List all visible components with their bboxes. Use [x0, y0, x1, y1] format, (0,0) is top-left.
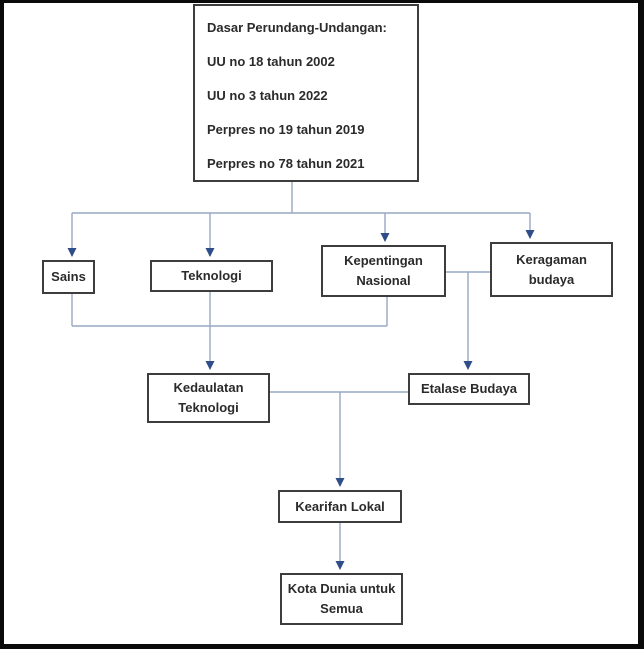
legal-basis-item: UU no 3 tahun 2022 — [207, 88, 328, 103]
legal-basis-item: UU no 18 tahun 2002 — [207, 54, 335, 69]
node-keragaman-budaya: Keragaman budaya — [490, 242, 613, 297]
node-teknologi: Teknologi — [150, 260, 273, 292]
node-kearifan-lokal: Kearifan Lokal — [278, 490, 402, 523]
node-sains: Sains — [42, 260, 95, 294]
node-kedaulatan-teknologi: Kedaulatan Teknologi — [147, 373, 270, 423]
legal-basis-item: Perpres no 19 tahun 2019 — [207, 122, 365, 137]
legal-basis-title: Dasar Perundang-Undangan: — [207, 20, 387, 35]
node-kepentingan-nasional: Kepentingan Nasional — [321, 245, 446, 297]
legal-basis-item: Perpres no 78 tahun 2021 — [207, 156, 365, 171]
node-kota-dunia: Kota Dunia untuk Semua — [280, 573, 403, 625]
node-etalase-budaya: Etalase Budaya — [408, 373, 530, 405]
node-legal-basis: Dasar Perundang-Undangan: UU no 18 tahun… — [193, 4, 419, 182]
